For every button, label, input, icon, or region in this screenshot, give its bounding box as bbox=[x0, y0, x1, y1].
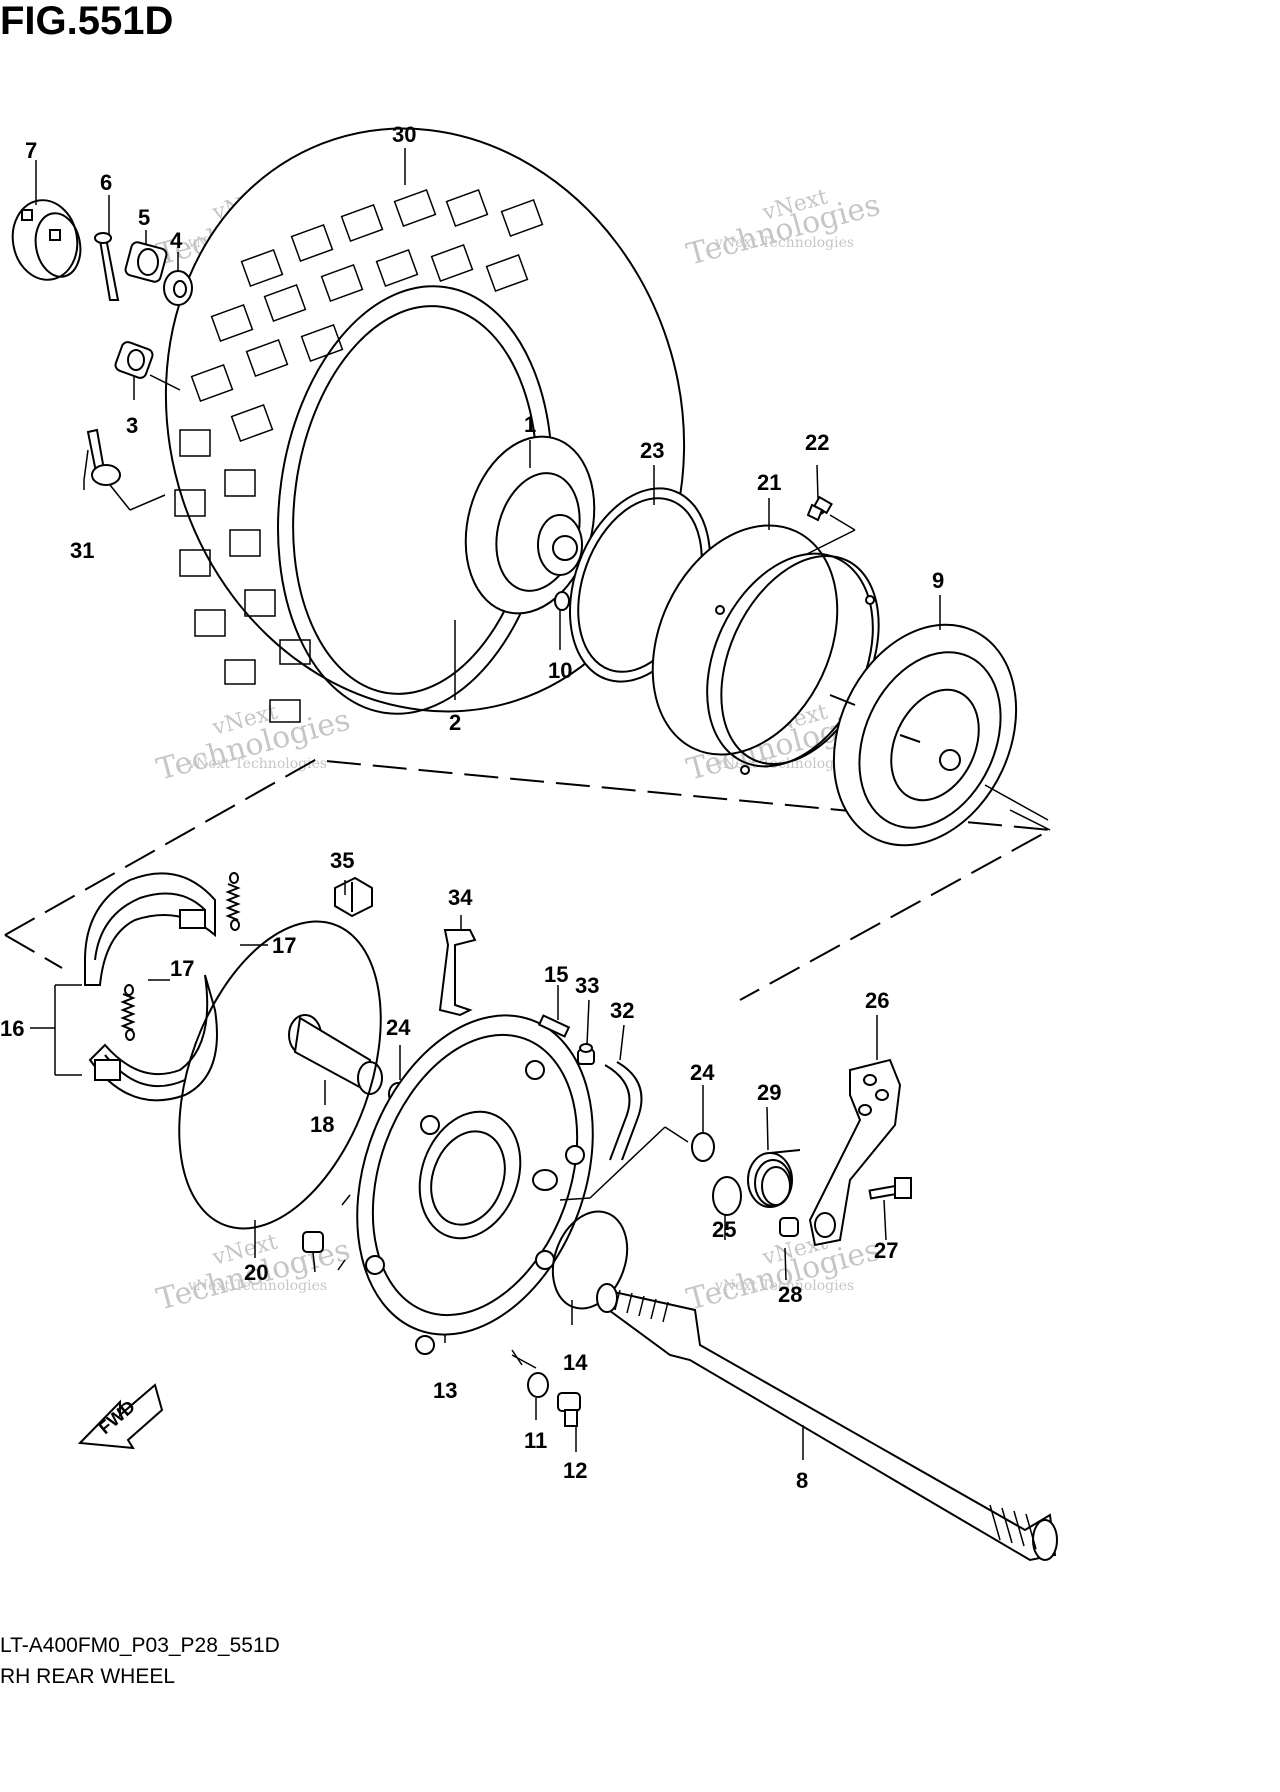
forward-direction-arrow: FWD bbox=[77, 1383, 164, 1450]
svg-text:vNext Technologies: vNext Technologies bbox=[187, 1278, 327, 1294]
callout-10: 10 bbox=[548, 658, 572, 683]
o-ring bbox=[554, 591, 570, 611]
panel-pin bbox=[537, 1014, 571, 1038]
section-name: RH REAR WHEEL bbox=[0, 1665, 175, 1688]
washer bbox=[163, 270, 193, 306]
castle-nut bbox=[124, 241, 168, 283]
callout-30: 30 bbox=[392, 122, 416, 147]
brake-shoe-lower bbox=[88, 974, 218, 1102]
callout-1: 1 bbox=[524, 412, 536, 437]
callout-12: 12 bbox=[563, 1458, 587, 1483]
callout-7: 7 bbox=[25, 138, 37, 163]
callout-2: 2 bbox=[449, 710, 461, 735]
watermark-mid-left: vNext Technologies vNext Technologies bbox=[153, 700, 354, 788]
bleeder-fitting bbox=[577, 1043, 595, 1065]
callout-13: 13 bbox=[433, 1378, 457, 1403]
assembly-dashed-lines bbox=[4, 758, 1054, 1001]
callout-5: 5 bbox=[138, 205, 150, 230]
shim-washer bbox=[712, 1176, 742, 1216]
callout-26: 26 bbox=[865, 988, 889, 1013]
seal-o-ring bbox=[691, 1132, 715, 1162]
svg-text:vNext Technologies: vNext Technologies bbox=[714, 1278, 854, 1294]
callout-33: 33 bbox=[575, 973, 599, 998]
brake-drum bbox=[829, 623, 1018, 847]
panel-nut bbox=[302, 1231, 324, 1253]
svg-text:vNext Technologies: vNext Technologies bbox=[714, 235, 854, 251]
panel-washer bbox=[527, 1372, 549, 1398]
return-spring-upper bbox=[225, 872, 241, 931]
callout-8: 8 bbox=[796, 1468, 808, 1493]
callout-22: 22 bbox=[805, 430, 829, 455]
callout-32: 32 bbox=[610, 998, 634, 1023]
panel-bolt bbox=[557, 1392, 581, 1427]
brake-drum-cover bbox=[651, 505, 880, 775]
callout-21: 21 bbox=[757, 470, 781, 495]
callout-4: 4 bbox=[170, 228, 183, 253]
callout-17b: 17 bbox=[170, 956, 194, 981]
leader-lines bbox=[30, 148, 1049, 1460]
large-o-ring bbox=[178, 920, 382, 1230]
circlip bbox=[551, 1210, 629, 1310]
breather-hose bbox=[604, 1064, 631, 1161]
callout-6: 6 bbox=[100, 170, 112, 195]
brake-panel bbox=[356, 1014, 594, 1355]
callout-27: 27 bbox=[874, 1238, 898, 1263]
arm-nut bbox=[779, 1217, 799, 1237]
torsion-spring bbox=[747, 1149, 801, 1208]
callout-31: 31 bbox=[70, 538, 94, 563]
callout-28: 28 bbox=[778, 1282, 802, 1307]
brake-clip bbox=[334, 876, 373, 918]
callout-9: 9 bbox=[932, 568, 944, 593]
model-code: LT-A400FM0_P03_P28_551D bbox=[0, 1634, 280, 1657]
callout-24b: 24 bbox=[690, 1060, 715, 1085]
callout-17a: 17 bbox=[272, 933, 296, 958]
callout-35: 35 bbox=[330, 848, 354, 873]
svg-text:vNext Technologies: vNext Technologies bbox=[187, 756, 327, 772]
watermark-top-right: vNext Technologies vNext Technologies bbox=[683, 185, 884, 273]
cotter-pin bbox=[94, 232, 120, 301]
brake-arm bbox=[808, 1058, 902, 1247]
callout-14: 14 bbox=[563, 1350, 588, 1375]
callout-24a: 24 bbox=[386, 1015, 411, 1040]
cover-bolt bbox=[806, 495, 833, 522]
callout-3: 3 bbox=[126, 413, 138, 438]
arm-bolt bbox=[868, 1177, 912, 1200]
callout-16: 16 bbox=[0, 1016, 24, 1041]
wheel-nut bbox=[114, 341, 154, 379]
callout-29: 29 bbox=[757, 1080, 781, 1105]
callout-25: 25 bbox=[712, 1217, 736, 1242]
callout-15: 15 bbox=[544, 962, 568, 987]
callout-numbers: 7 6 5 4 3 31 30 1 2 10 23 21 22 9 35 34 … bbox=[0, 122, 944, 1493]
return-spring-lower bbox=[120, 984, 136, 1041]
wheel-hub bbox=[464, 435, 596, 615]
callout-34: 34 bbox=[448, 885, 473, 910]
figure-title: FIG.551D bbox=[0, 0, 173, 43]
callout-23: 23 bbox=[640, 438, 664, 463]
brake-shoe-upper bbox=[84, 872, 216, 986]
tire-valve bbox=[86, 428, 121, 486]
axle-shaft bbox=[596, 1283, 1058, 1562]
callout-11: 11 bbox=[524, 1428, 547, 1453]
callout-20: 20 bbox=[244, 1260, 268, 1285]
brake-pin bbox=[438, 929, 477, 1017]
brake-camshaft bbox=[288, 1014, 383, 1095]
callout-18: 18 bbox=[310, 1112, 334, 1137]
hub-cap bbox=[11, 199, 82, 281]
